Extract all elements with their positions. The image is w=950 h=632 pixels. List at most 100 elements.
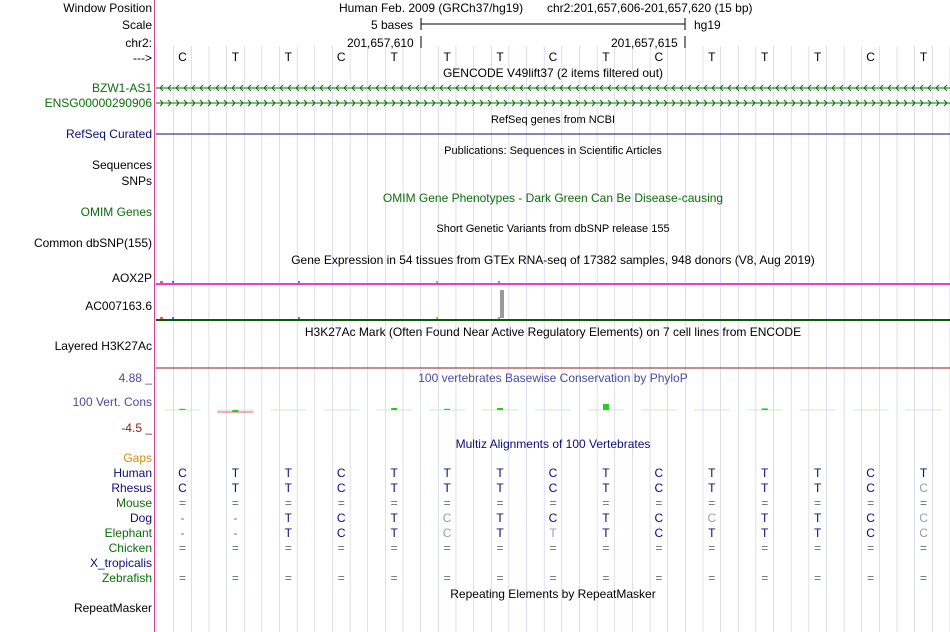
gencode-ensg-chevron: [831, 99, 836, 107]
gencode-ensg-chevron: [927, 99, 932, 107]
align-base-dog-1: -: [233, 511, 238, 525]
align-base-elephant-4: T: [390, 526, 398, 540]
pubs-title[interactable]: Publications: Sequences in Scientific Ar…: [444, 145, 662, 157]
phylop-label[interactable]: 100 Vert. Cons: [72, 395, 152, 409]
gtex-tissue-tick: [160, 317, 163, 319]
gencode-bzw1-as1-chevron: [207, 84, 212, 92]
align-base-rhesus-4: T: [390, 481, 398, 495]
gencode-ensg-chevron: [935, 99, 940, 107]
align-base-mouse-4: =: [390, 496, 398, 510]
gencode-ensg-chevron: [919, 99, 924, 107]
gencode-ensg-chevron: [263, 99, 268, 107]
h3k27ac-label[interactable]: Layered H3K27Ac: [54, 339, 152, 353]
align-base-human-14: T: [919, 466, 928, 480]
align-base-dog-6: T: [496, 511, 504, 525]
multiz-title[interactable]: Multiz Alignments of 100 Vertebrates: [455, 437, 651, 451]
gencode-bzw1-as1-chevron: [439, 84, 444, 92]
gencode-bzw1-as1-chevron: [919, 84, 924, 92]
gencode-bzw1-as1-chevron: [159, 84, 164, 92]
align-base-rhesus-5: T: [443, 481, 451, 495]
label-column-border: [154, 0, 155, 632]
gencode-ensg-chevron: [703, 99, 708, 107]
refseq-title[interactable]: RefSeq genes from NCBI: [490, 114, 616, 126]
align-base-rhesus-7: C: [548, 481, 558, 495]
align-base-chicken-13: =: [867, 541, 875, 555]
species-label-mouse[interactable]: Mouse: [115, 496, 152, 510]
align-base-zebrafish-14: =: [920, 571, 928, 585]
species-label-zebrafish[interactable]: Zebrafish: [101, 571, 152, 585]
gencode-ensg-chevron: [799, 99, 804, 107]
h3k27ac-title[interactable]: H3K27Ac Mark (Often Found Near Active Re…: [304, 325, 802, 339]
gencode-title[interactable]: GENCODE V49lift37 (2 items filtered out): [442, 66, 664, 80]
gencode-bzw1-as1-chevron: [223, 84, 228, 92]
gencode-ensg-chevron: [743, 99, 748, 107]
omim-label[interactable]: OMIM Genes: [80, 205, 152, 219]
gencode-bzw1-as1-chevron: [887, 84, 892, 92]
gencode-bzw1-as1-chevron: [391, 84, 396, 92]
gencode-bzw1-as1-chevron: [743, 84, 748, 92]
align-base-elephant-14: C: [919, 526, 928, 540]
gtex-item-ac007163[interactable]: AC007163.6: [85, 299, 152, 313]
gtex-tissue-tick: [172, 281, 174, 283]
align-base-zebrafish-1: =: [231, 571, 239, 585]
phylop-title[interactable]: 100 vertebrates Basewise Conservation by…: [418, 371, 688, 385]
repeatmasker-label[interactable]: RepeatMasker: [73, 601, 152, 615]
gencode-ensg-chevron: [655, 99, 660, 107]
gencode-ensg-chevron: [487, 99, 492, 107]
gencode-ensg-chevron: [815, 99, 820, 107]
align-base-human-8: T: [602, 466, 610, 480]
dbsnp-label[interactable]: Common dbSNP(155): [33, 236, 152, 250]
gencode-ensg-chevron: [287, 99, 292, 107]
gencode-bzw1-as1-chevron: [415, 84, 420, 92]
align-base-chicken-8: =: [602, 541, 610, 555]
gtex-title[interactable]: Gene Expression in 54 tissues from GTEx …: [291, 253, 815, 267]
gencode-bzw1-as1-chevron: [351, 84, 356, 92]
species-label-rhesus[interactable]: Rhesus: [111, 481, 152, 495]
species-label-dog[interactable]: Dog: [129, 511, 152, 525]
phylop-bar-pos: [497, 408, 504, 410]
gencode-bzw1-as1-chevron: [631, 84, 636, 92]
gaps-label[interactable]: Gaps: [123, 451, 152, 465]
align-base-zebrafish-7: =: [549, 571, 557, 585]
repeatmasker-title[interactable]: Repeating Elements by RepeatMasker: [450, 587, 656, 601]
gencode-ensg-chevron: [383, 99, 388, 107]
gencode-bzw1-as1-chevron: [911, 84, 916, 92]
species-label-x_tropicalis[interactable]: X_tropicalis: [89, 556, 152, 570]
align-base-rhesus-11: T: [761, 481, 769, 495]
align-base-rhesus-1: T: [231, 481, 240, 495]
gencode-bzw1-as1-chevron: [447, 84, 452, 92]
gencode-bzw1-as1-chevron: [671, 84, 676, 92]
species-label-chicken[interactable]: Chicken: [108, 541, 152, 555]
gencode-ensg-chevron: [423, 99, 428, 107]
gencode-bzw1-as1-chevron: [823, 84, 828, 92]
base-11: T: [761, 50, 769, 64]
gencode-ensg-chevron: [535, 99, 540, 107]
gtex-tissue-tick: [160, 281, 163, 283]
align-base-elephant-1: -: [233, 526, 238, 540]
gencode-bzw1-as1-chevron: [175, 84, 180, 92]
base-5: T: [443, 50, 451, 64]
refseq-label[interactable]: RefSeq Curated: [65, 127, 152, 141]
gencode-bzw1-as1-chevron: [479, 84, 484, 92]
gencode-ensg-chevron: [183, 99, 188, 107]
pubs-sequences-label[interactable]: Sequences: [91, 158, 152, 172]
align-base-dog-8: T: [602, 511, 610, 525]
gencode-bzw1-as1-chevron: [375, 84, 380, 92]
gencode-ensg-chevron: [807, 99, 812, 107]
gtex-aox2p-bar: [156, 283, 950, 285]
gencode-bzw1-as1-chevron: [327, 84, 332, 92]
gencode-bzw1-as1-chevron: [247, 84, 252, 92]
pubs-snps-label[interactable]: SNPs: [121, 174, 152, 188]
omim-title[interactable]: OMIM Gene Phenotypes - Dark Green Can Be…: [382, 191, 724, 205]
gencode-item-bzw1-as1[interactable]: BZW1-AS1: [91, 81, 152, 95]
base-3: C: [336, 50, 346, 64]
gencode-ensg-chevron: [559, 99, 564, 107]
gencode-bzw1-as1-chevron: [511, 84, 516, 92]
gencode-ensg-chevron: [399, 99, 404, 107]
dbsnp-title[interactable]: Short Genetic Variants from dbSNP releas…: [436, 223, 670, 235]
align-base-human-6: T: [496, 466, 504, 480]
species-label-human[interactable]: Human: [113, 466, 152, 480]
species-label-elephant[interactable]: Elephant: [104, 526, 152, 540]
gencode-item-ensg[interactable]: ENSG00000290906: [44, 96, 152, 110]
gtex-item-aox2p[interactable]: AOX2P: [111, 271, 152, 285]
